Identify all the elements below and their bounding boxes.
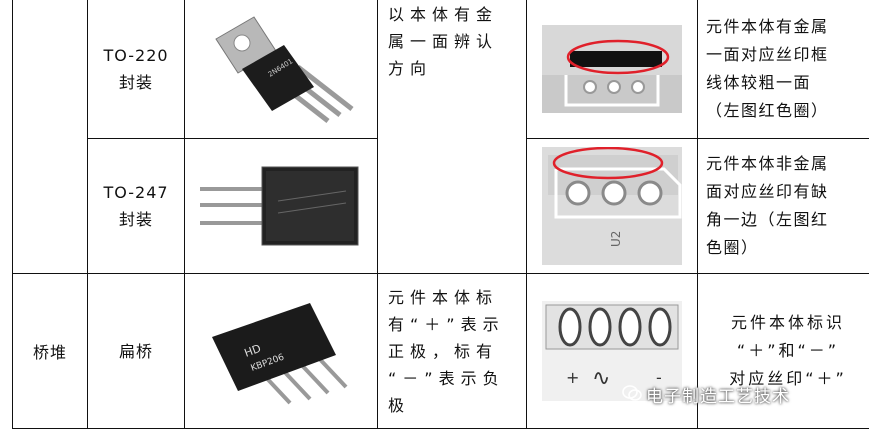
- description-line: 正极，标有: [388, 341, 499, 361]
- category-cell: 桥堆: [12, 273, 88, 429]
- note-line: 一面对应丝印框: [706, 44, 829, 64]
- note-line: 线体较粗一面: [706, 72, 812, 92]
- table-row: TO-220 封装 2N6401 以本体有金 属一面辨认 方向: [12, 0, 869, 274]
- package-name: TO-220: [103, 45, 169, 65]
- note-cell: 元件本体非金属 面对应丝印有缺 角一边（左图红 色圈）: [697, 138, 869, 274]
- note-line: 元件本体标识: [730, 313, 845, 332]
- ac-symbol: ∿: [592, 366, 610, 391]
- description-line: 元件本体标: [388, 287, 499, 307]
- note-line: 角一边（左图红: [706, 210, 829, 229]
- description-line: 极: [388, 395, 411, 415]
- table-row: 桥堆 扁桥 HD KBP206 元件本体标 有“＋”表示 正极，标有 “－”表示…: [12, 273, 869, 429]
- component-orientation-table: TO-220 封装 2N6401 以本体有金 属一面辨认 方向: [12, 0, 869, 429]
- note-line: 元件本体非金属: [706, 154, 829, 173]
- pcb-label: U2: [609, 231, 623, 247]
- pcb-silkscreen-cell: U2: [526, 138, 698, 274]
- category-cell: [12, 0, 88, 274]
- note-cell: 元件本体有金属 一面对应丝印框 线体较粗一面 （左图红色圈）: [697, 0, 869, 139]
- component-photo-cell: [184, 138, 378, 274]
- package-cell: TO-220 封装: [87, 0, 185, 139]
- component-photo-cell: 2N6401: [184, 0, 378, 139]
- minus-symbol: -: [656, 368, 662, 387]
- package-type: 封装: [118, 72, 153, 92]
- package-name: TO-247: [103, 183, 169, 202]
- description-line: 有“＋”表示: [388, 314, 505, 334]
- to247-component-image: [200, 166, 359, 246]
- package-cell: TO-247 封装: [87, 138, 185, 274]
- package-cell: 扁桥: [87, 273, 185, 429]
- plus-symbol: +: [566, 368, 579, 387]
- to247-silkscreen-image: U2: [542, 147, 682, 265]
- description-line: “－”表示负: [388, 368, 505, 388]
- description-cell: 以本体有金 属一面辨认 方向: [377, 0, 527, 274]
- highlight-circle: [552, 147, 664, 180]
- note-line: 对应丝印“＋”: [729, 369, 847, 388]
- pcb-silkscreen-cell: + ∿ -: [526, 273, 698, 429]
- pcb-silkscreen-cell: [526, 0, 698, 139]
- note-line: 色圈）: [706, 238, 759, 257]
- table-row: TO-247 封装 U2: [13, 138, 869, 274]
- description-cell: 元件本体标 有“＋”表示 正极，标有 “－”表示负 极: [377, 273, 527, 429]
- note-line: 面对应丝印有缺: [706, 182, 829, 201]
- watermark-text: 电子制造工艺技术: [646, 387, 790, 407]
- note-cell: 元件本体标识 “＋”和“－” 对应丝印“＋”: [697, 273, 869, 429]
- to220-component-image: 2N6401: [215, 15, 354, 123]
- component-marking-brand: HD: [243, 342, 263, 360]
- highlight-circle: [566, 39, 670, 74]
- description-line: 以本体有金: [388, 5, 499, 24]
- package-name: 扁桥: [118, 341, 153, 361]
- note-line: 元件本体有金属: [706, 16, 829, 36]
- to220-silkscreen-image: [542, 24, 682, 113]
- wechat-icon: [622, 385, 642, 401]
- package-type: 封装: [118, 210, 153, 229]
- description-line: 方向: [388, 59, 433, 78]
- bridge-rectifier-image: HD KBP206: [212, 303, 348, 405]
- bridge-silkscreen-image: + ∿ -: [542, 301, 682, 401]
- description-line: 属一面辨认: [388, 32, 499, 51]
- note-line: （左图红色圈）: [706, 100, 829, 120]
- component-photo-cell: HD KBP206: [184, 273, 378, 429]
- note-line: “＋”和“－”: [736, 341, 840, 360]
